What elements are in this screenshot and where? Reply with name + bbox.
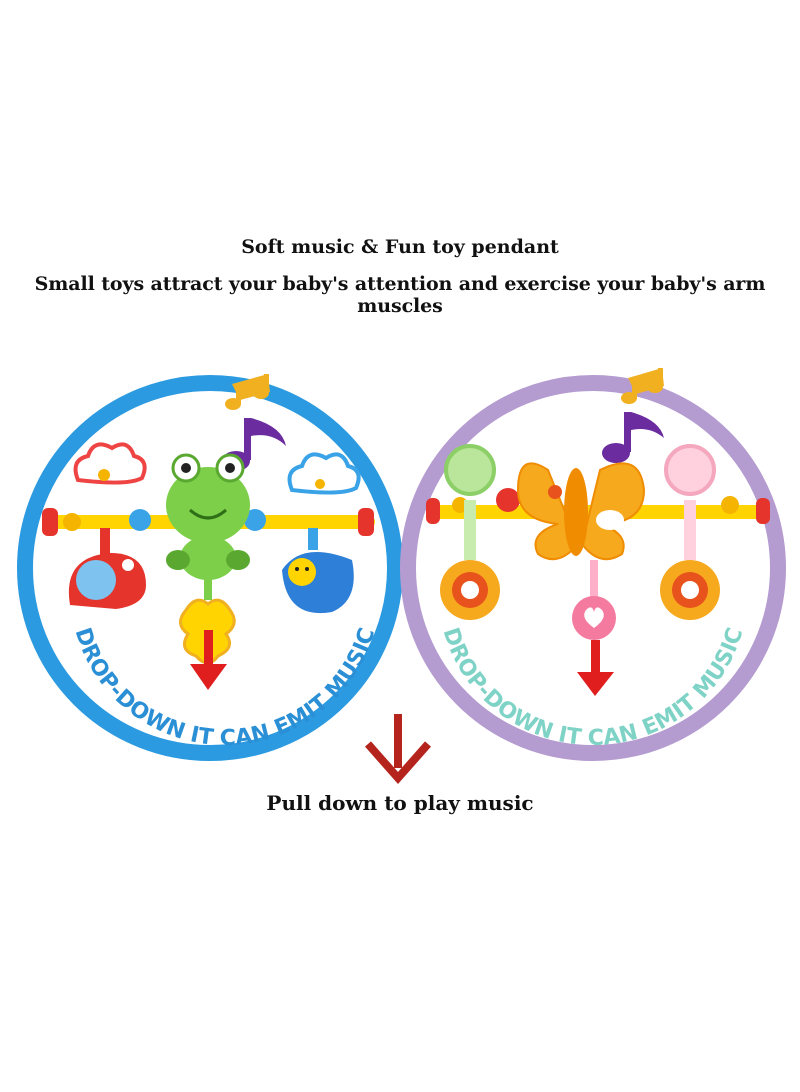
down-arrow-icon [577, 640, 614, 696]
music-note-icon [621, 368, 664, 404]
page-subtitle: Small toys attract your baby's attention… [34, 273, 766, 317]
cloud-toy [287, 452, 361, 495]
frog-toy [166, 453, 250, 600]
flower-toy [660, 444, 720, 620]
bee-toy [282, 528, 354, 614]
left-toy-panel: DROP-DOWN IT CAN EMIT MUSIC [17, 374, 403, 761]
cloud-toy [73, 442, 147, 485]
flower-toy [440, 444, 500, 620]
down-arrow-icon [190, 630, 227, 690]
page-title: Soft music & Fun toy pendant [241, 236, 559, 258]
music-note-icon [225, 374, 270, 410]
chevron-down-icon [365, 714, 431, 785]
butterfly-toy [516, 462, 646, 600]
music-note-icon [602, 412, 664, 463]
right-toy-panel: DROP-DOWN IT CAN EMIT MUSIC [400, 368, 786, 761]
heart-ring-toy [572, 596, 616, 640]
snail-toy [68, 528, 146, 609]
footer-caption: Pull down to play music [266, 791, 534, 815]
